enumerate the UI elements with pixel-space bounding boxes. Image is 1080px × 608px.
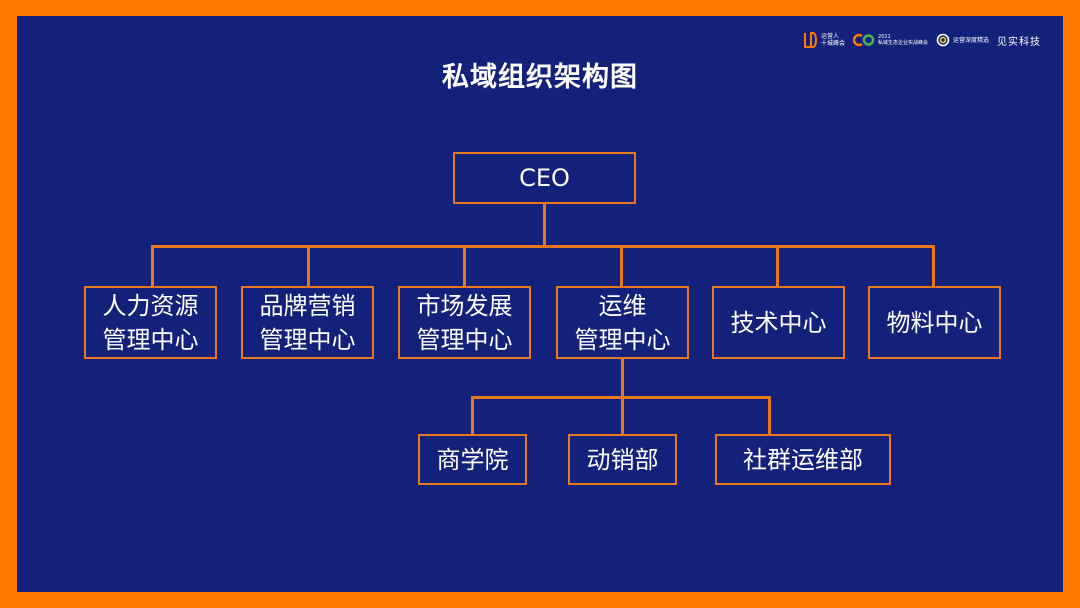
org-node-label: 技术中心 [730, 308, 827, 337]
co-logo-icon [853, 33, 875, 47]
org-node-label: 动销部 [586, 445, 659, 474]
co-logo: 2021 私域生态企业实战峰会 [853, 33, 928, 47]
org-node-label: 市场发展 [416, 291, 513, 320]
org-node-label: 物料中心 [886, 308, 983, 337]
ld-logo-icon [804, 32, 817, 48]
logo-text: 运营人 [821, 33, 840, 40]
slide-background [17, 16, 1063, 592]
org-node-label: 社群运维部 [743, 445, 863, 474]
org-node-ops: 运维管理中心 [556, 286, 689, 359]
diagram-title: 私域组织架构图 [442, 62, 638, 93]
org-node-brand: 品牌营销管理中心 [241, 286, 374, 359]
org-node-label: CEO [519, 164, 570, 192]
connector-line [932, 245, 935, 286]
connector-line [543, 204, 546, 246]
connector-line [621, 396, 624, 434]
logo-text: 私域生态企业实战峰会 [878, 40, 929, 46]
connector-line [621, 359, 624, 397]
connector-line [151, 245, 154, 286]
logo-text: 见实科技 [997, 36, 1042, 48]
connector-line [463, 245, 466, 286]
connector-line [620, 245, 623, 286]
org-node-label: 管理中心 [259, 325, 356, 354]
connector-line [471, 396, 474, 434]
logo-text: 十城峰会 [821, 40, 846, 47]
org-node-community: 社群运维部 [715, 434, 891, 485]
org-node-tech: 技术中心 [712, 286, 845, 359]
connector-line [151, 245, 935, 248]
org-node-label: 人力资源 [102, 291, 199, 320]
ring-logo: 运营深度精选 [936, 33, 989, 47]
org-node-ceo: CEO [453, 152, 636, 204]
org-node-hr: 人力资源管理中心 [84, 286, 217, 359]
logo-text: 2021 [878, 34, 891, 40]
org-node-label: 管理中心 [574, 325, 671, 354]
connector-line [768, 396, 771, 434]
org-node-label: 品牌营销 [259, 291, 356, 320]
org-node-label: 运维 [598, 291, 647, 320]
sponsor-logos: 运营人 十城峰会 2021 私域生态企业实战峰会 运营深度精选 见实科技 [804, 30, 1041, 50]
connector-line [776, 245, 779, 286]
ring-logo-icon [936, 33, 950, 47]
org-node-label: 商学院 [436, 445, 509, 474]
connector-line [307, 245, 310, 286]
logo-text: 运营深度精选 [953, 36, 990, 44]
org-node-label: 管理中心 [102, 325, 199, 354]
org-node-market: 市场发展管理中心 [398, 286, 531, 359]
org-node-label: 管理中心 [416, 325, 513, 354]
ld-logo: 运营人 十城峰会 [804, 32, 845, 48]
org-node-material: 物料中心 [868, 286, 1001, 359]
org-node-academy: 商学院 [418, 434, 527, 485]
jianshi-logo: 见实科技 [997, 33, 1041, 48]
org-node-sales: 动销部 [568, 434, 677, 485]
